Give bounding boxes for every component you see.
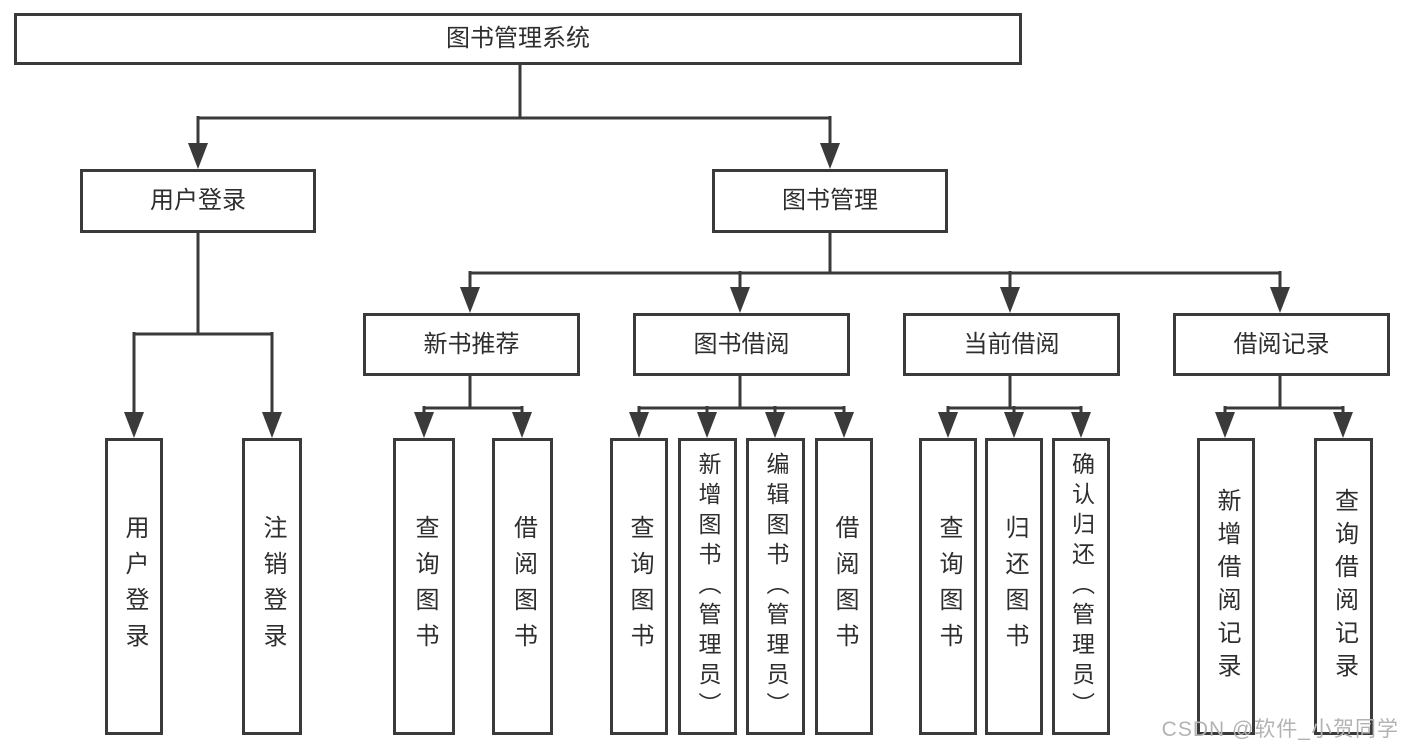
leaf-query-book-rec: 查询图书 [393,438,455,735]
leaf-borrow-book-rec: 借阅图书 [492,438,553,735]
arrow-icon [1215,412,1235,438]
arrow-icon [1071,412,1091,438]
node-borrow-record: 借阅记录 [1173,313,1390,376]
leaf-logout-login: 注销登录 [242,438,302,735]
connector-current-borrow [946,376,1083,418]
leaf-confirm-return-admin: 确认归还（管理员） [1052,438,1110,735]
arrow-icon [697,412,717,438]
leaf-add-book-admin: 新增图书（管理员） [678,438,737,735]
arrow-icon [1004,412,1024,438]
leaf-query-book-borrow: 查询图书 [610,438,668,735]
node-book-mgmt: 图书管理 [712,169,948,233]
node-root: 图书管理系统 [14,13,1022,65]
arrow-icon [765,412,785,438]
connector-book-borrow [637,376,846,418]
arrow-icon [414,412,434,438]
arrow-icon [1270,287,1290,313]
connector-borrow-record [1223,376,1345,418]
arrow-icon [820,143,840,169]
leaf-borrow-book-borrow: 借阅图书 [815,438,873,735]
arrow-icon [629,412,649,438]
arrow-icon [1333,412,1353,438]
connector-root [196,65,832,148]
arrow-icon [460,287,480,313]
leaf-return-book: 归还图书 [985,438,1043,735]
leaf-query-book-current: 查询图书 [919,438,977,735]
leaf-edit-book-admin: 编辑图书（管理员） [746,438,805,735]
leaf-user-login: 用户登录 [105,438,163,735]
arrow-icon [730,287,750,313]
arrow-icon [834,412,854,438]
connector-user-login [132,233,274,418]
node-current-borrow: 当前借阅 [903,313,1120,376]
watermark-text: CSDN @软件_小贺同学 [1161,718,1399,741]
node-new-book-rec: 新书推荐 [363,313,580,376]
leaf-query-borrow-record: 查询借阅记录 [1314,438,1373,735]
arrow-icon [938,412,958,438]
connector-new-book-rec [422,376,524,418]
arrow-icon [512,412,532,438]
node-book-borrow: 图书借阅 [633,313,850,376]
arrow-icon [1000,287,1020,313]
leaf-add-borrow-record: 新增借阅记录 [1197,438,1255,735]
arrow-icon [262,412,282,438]
arrow-icon [124,412,144,438]
connector-book-mgmt [468,233,1282,292]
node-user-login: 用户登录 [80,169,316,233]
arrowheads [124,143,1353,438]
arrow-icon [188,143,208,169]
